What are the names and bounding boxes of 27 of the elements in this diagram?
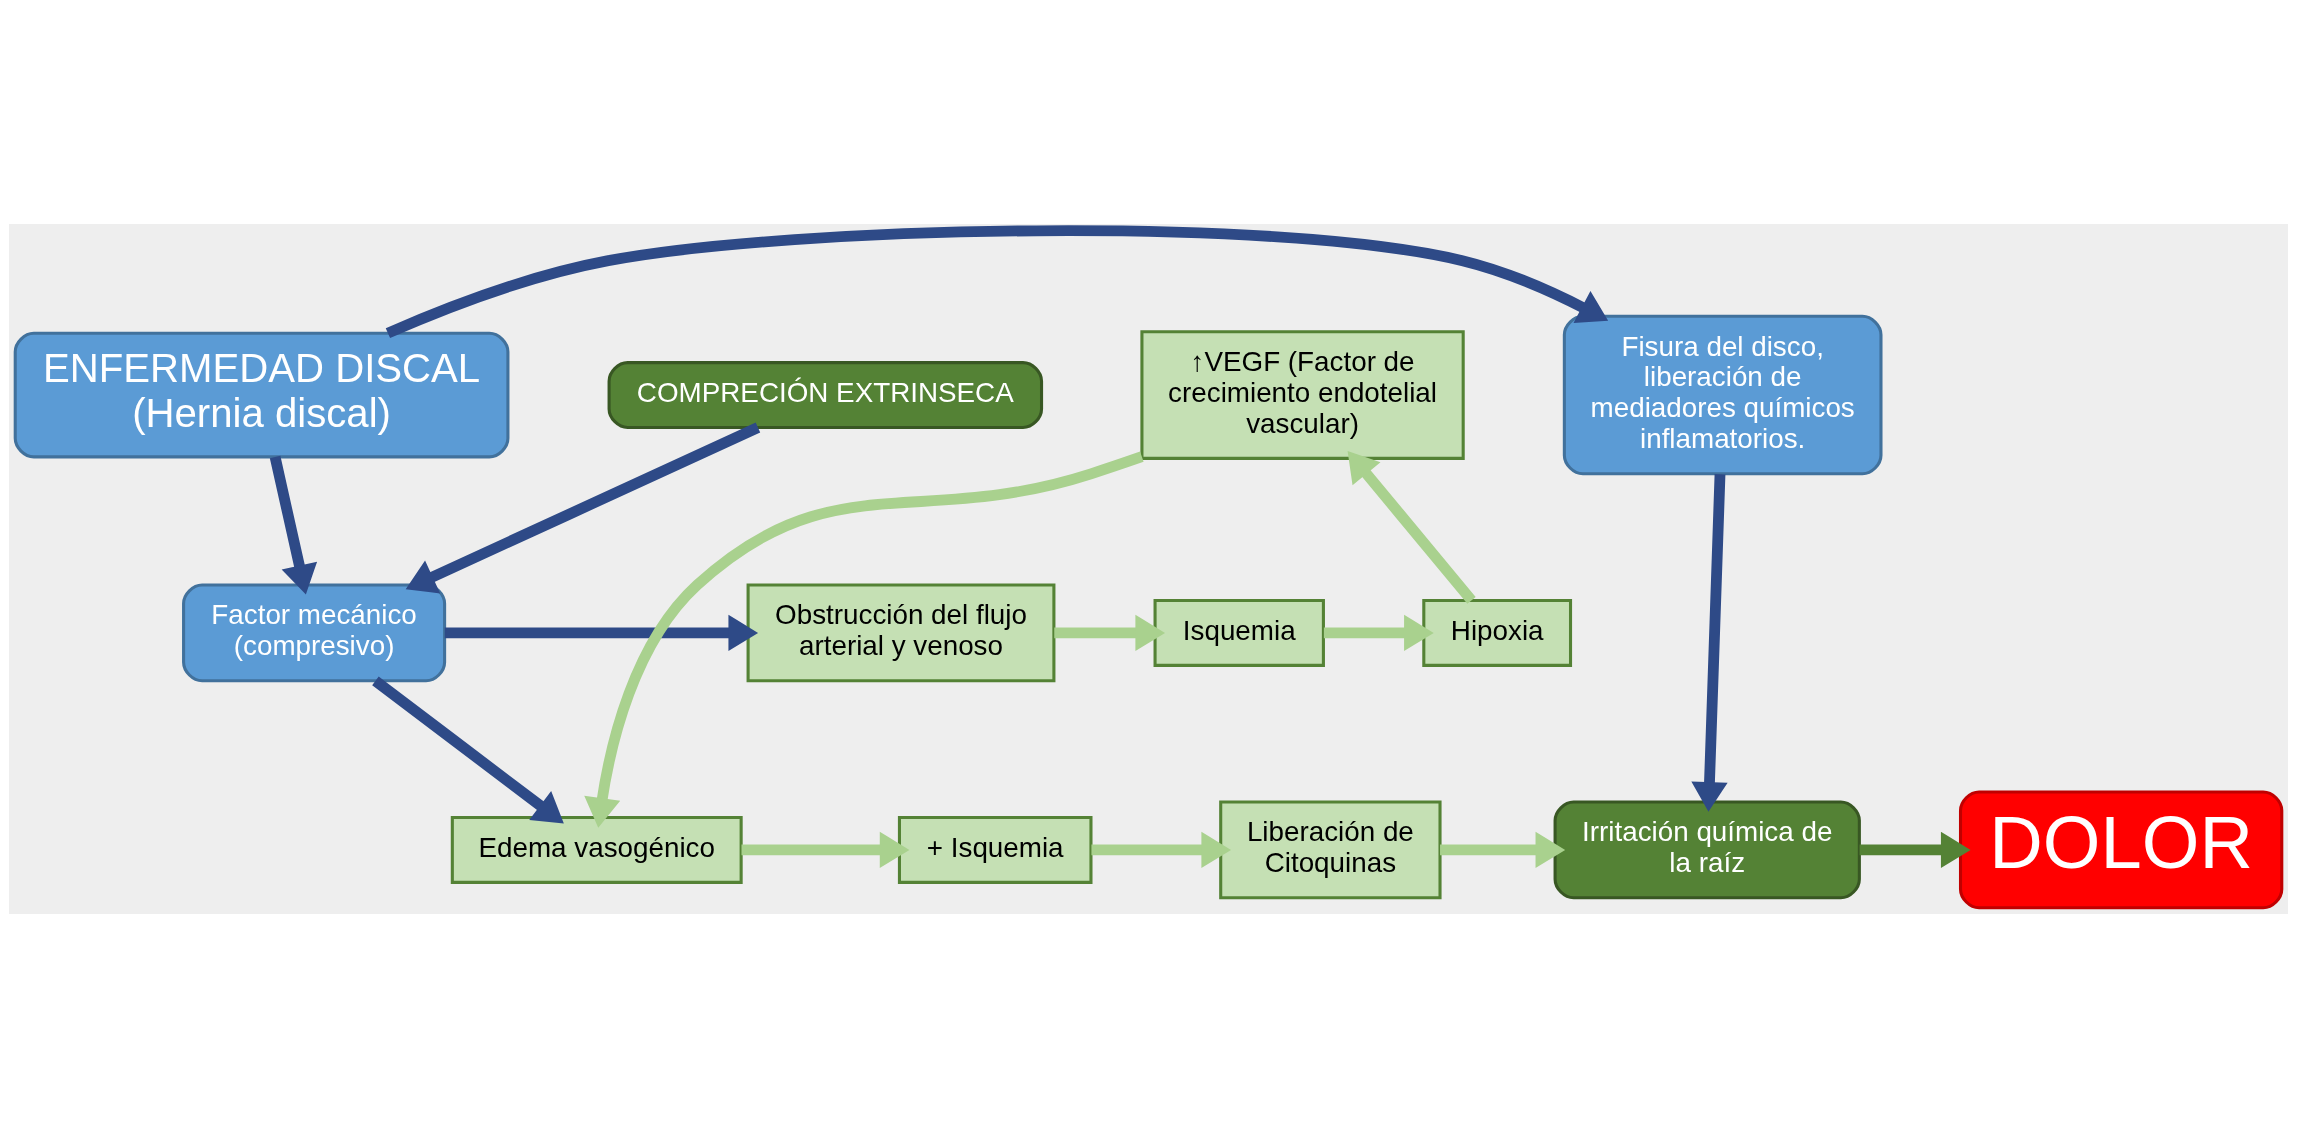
arrow: [584, 451, 1144, 828]
arrow: [1091, 831, 1232, 868]
arrow: [385, 224, 1609, 338]
node-box: Fisura del disco, liberación de mediadores químicos inflamatorios.: [1562, 314, 1883, 475]
node-box: Factor mecánico (compresivo): [182, 582, 447, 682]
arrow: [444, 614, 759, 651]
arrow: [741, 831, 910, 868]
arrow: [1323, 614, 1434, 651]
arrow: [1440, 831, 1566, 868]
node-box: + Isquemia: [897, 815, 1093, 884]
arrow: [1859, 831, 1971, 868]
node-box: Obstrucción del flujo arterial y venoso: [746, 582, 1056, 682]
node-box: COMPRECIÓN EXTRINSECA: [607, 360, 1044, 429]
node-box: Irritación química de la raíz: [1553, 799, 1861, 899]
node-box: Edema vasogénico: [450, 815, 743, 884]
node-box: Liberación de Citoquinas: [1219, 799, 1442, 899]
node-box: ↑VEGF (Factor de crecimiento endotelial vascular): [1140, 329, 1465, 460]
arrow: [1347, 450, 1476, 604]
arrow: [269, 455, 318, 595]
arrow: [372, 676, 564, 823]
node-box: DOLOR: [1958, 789, 2284, 909]
node-box: ENFERMEDAD DISCAL (Hernia discal): [13, 331, 510, 458]
arrow: [405, 422, 761, 593]
node-box: Isquemia: [1153, 598, 1325, 667]
arrow: [1054, 614, 1166, 651]
arrow: [1691, 473, 1728, 812]
node-box: Hipoxia: [1422, 598, 1573, 667]
